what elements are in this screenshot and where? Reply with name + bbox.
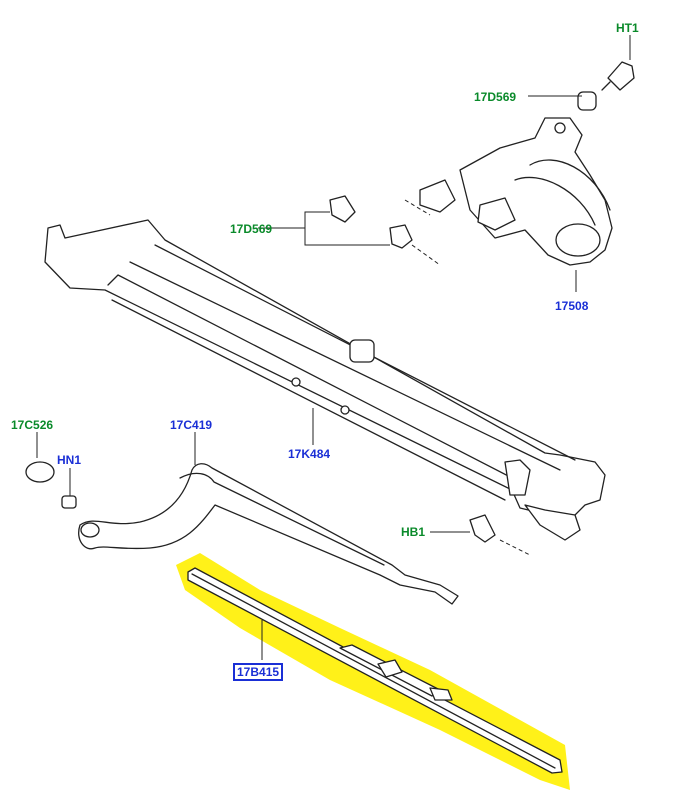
wiper-arm — [78, 463, 459, 605]
label-17d569-mid: 17D569 — [230, 222, 273, 236]
wiper-motor — [419, 117, 613, 266]
bolt-hb1 — [469, 514, 496, 543]
bolt-17d569-b — [389, 224, 413, 249]
label-17d569-top: 17D569 — [474, 90, 517, 104]
label-17c526: 17C526 — [11, 418, 54, 432]
label-17b415: 17B415 — [233, 663, 284, 681]
cap-17c526 — [25, 461, 55, 483]
label-hn1: HN1 — [57, 453, 82, 467]
linkage-frame — [44, 219, 606, 541]
nut-hn1 — [61, 495, 77, 509]
label-17508: 17508 — [555, 299, 589, 313]
label-ht1: HT1 — [616, 21, 639, 35]
bolt-ht1 — [601, 61, 635, 91]
leader-lines — [36, 35, 631, 660]
label-17k484: 17K484 — [288, 447, 331, 461]
label-hb1: HB1 — [401, 525, 426, 539]
bolt-17d569-a — [329, 195, 356, 223]
wiper-blade — [187, 567, 563, 774]
label-17c419: 17C419 — [170, 418, 213, 432]
bolt-17d569-top — [577, 91, 597, 111]
